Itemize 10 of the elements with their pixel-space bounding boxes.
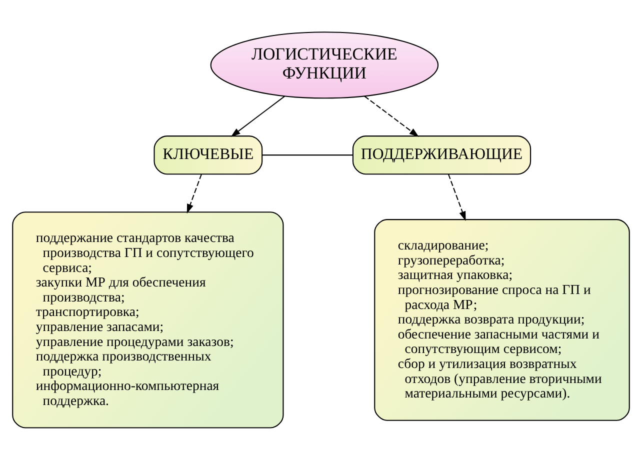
connector [262,154,353,156]
arrow [448,174,466,221]
arrow [186,174,202,214]
arrow [230,96,286,137]
node-box: поддержание стандартов качества производства ГП и сопутствующего сервиса; закупки МР для обеспечения производства; транспортировка; управление запасами; управление процедурами заказов; поддержка производственных процедур; информационно-компьютерная поддержка. [12,212,284,428]
arrow [364,96,419,137]
node-box: ПОДДЕРЖИВАЮЩИЕ [352,136,532,175]
node-box: складирование; грузопереработка; защитная упаковка; прогнозирование спроса на ГП и расхода МР; поддержка возврата продукции; обеспечение запасными частями и сопутствующим сервисом; сбор и утилизация возвратных отходов (управление вторичными материальными ресурсами). [374,219,630,421]
node-ellipse: ЛОГИСТИЧЕСКИЕ ФУНКЦИИ [210,32,439,99]
node-box: КЛЮЧЕВЫЕ [154,136,263,175]
